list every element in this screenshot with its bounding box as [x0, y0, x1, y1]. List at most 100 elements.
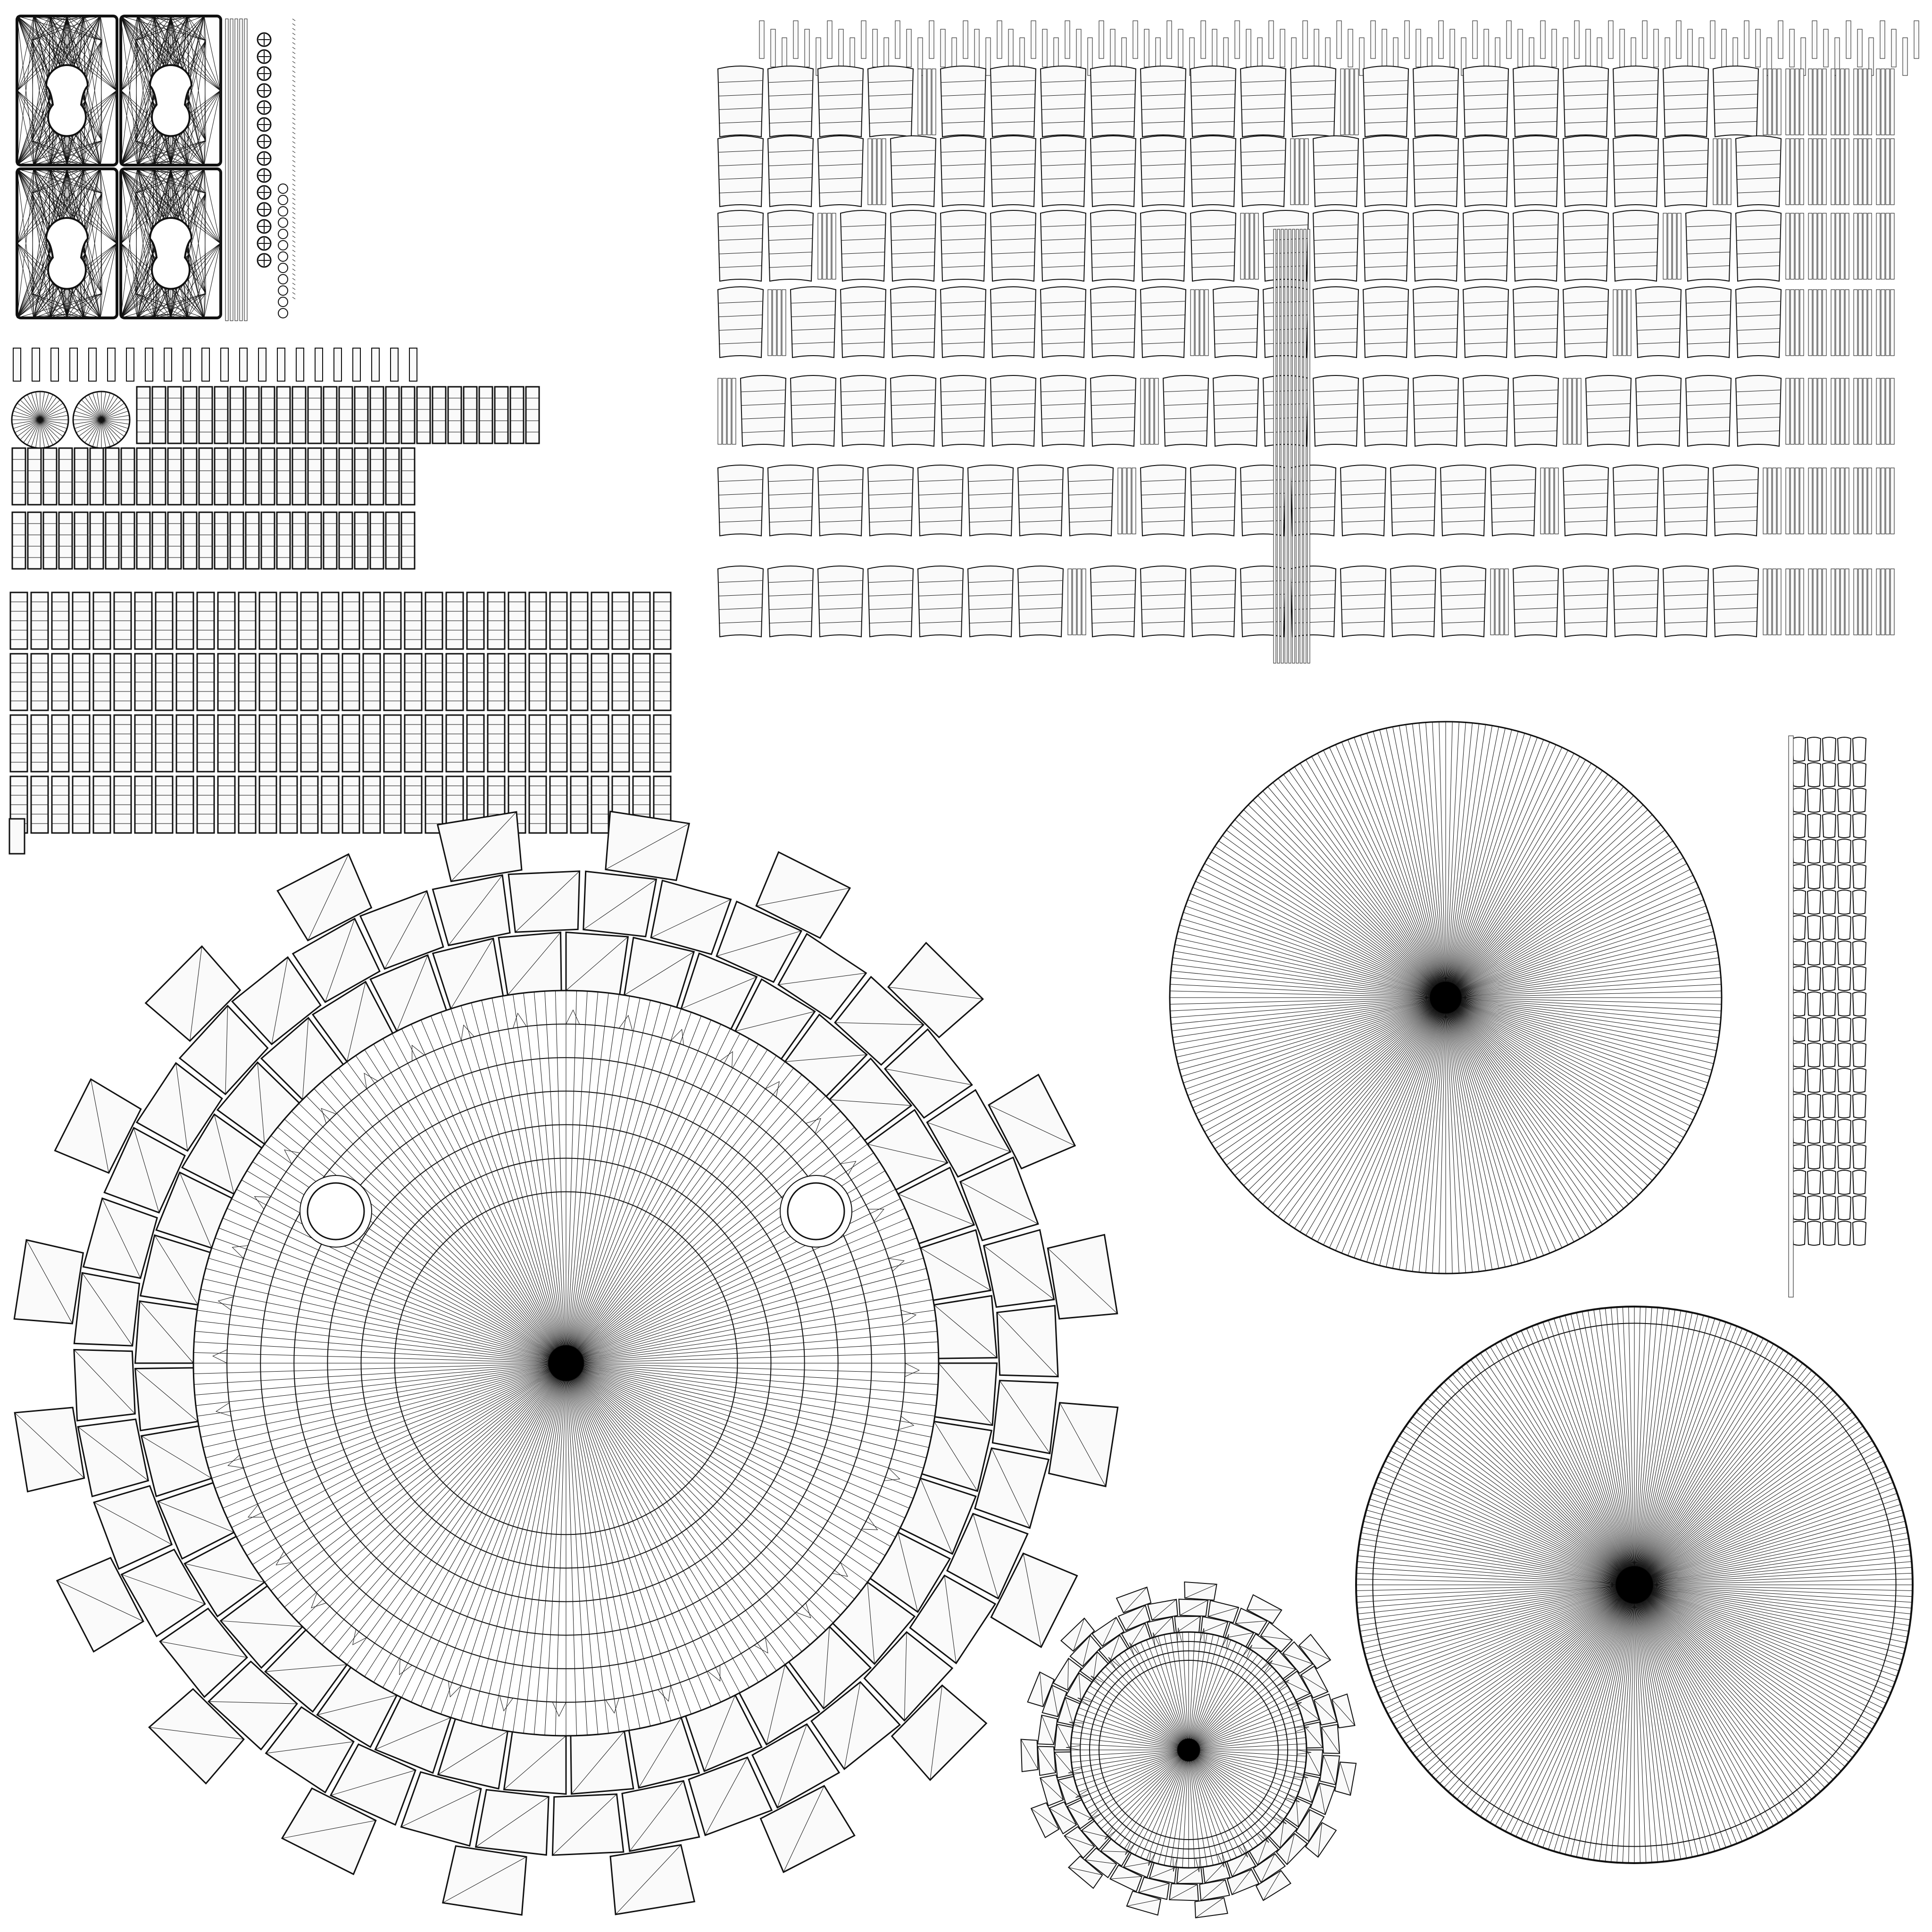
panel-edge — [1614, 225, 1658, 227]
narrow-panel — [1858, 213, 1863, 280]
ring-notch — [795, 1602, 811, 1618]
narrow-panel — [1840, 467, 1845, 534]
curved-panel — [790, 286, 837, 358]
panel-edge — [1241, 107, 1285, 110]
disc-spoke — [566, 1127, 855, 1364]
panel-edge — [941, 390, 985, 392]
disc-spoke — [566, 1363, 672, 1721]
star-ray — [120, 168, 136, 194]
strip — [385, 386, 400, 444]
small-disc-spoke — [15, 407, 41, 420]
strip — [214, 447, 229, 506]
bolt-chain — [292, 264, 296, 266]
disc-spoke — [1452, 1584, 1635, 1796]
disc-spoke — [1634, 1307, 1658, 1585]
curved-panel — [717, 210, 764, 282]
small-disc-spoke — [101, 419, 118, 443]
star-ray — [120, 193, 136, 318]
panel-edge — [768, 621, 813, 624]
panel-edge — [918, 607, 963, 610]
curved-panel — [867, 566, 914, 638]
star-ray — [120, 79, 153, 166]
disc-spoke — [1078, 1707, 1189, 1750]
disc-spoke — [1445, 805, 1643, 998]
panel-edge — [741, 390, 785, 392]
disc-spoke — [227, 1208, 566, 1364]
panel-edge — [1664, 164, 1708, 167]
panel-edge — [891, 341, 935, 344]
strip — [478, 386, 493, 444]
narrow-panel — [1835, 68, 1840, 135]
disc-spoke — [1348, 739, 1446, 998]
panel-edge — [1664, 150, 1708, 153]
disc-spoke — [1097, 1749, 1189, 1824]
panel-edge — [1364, 416, 1408, 419]
ring-block-diagonal — [475, 1796, 549, 1848]
panel-edge — [1564, 328, 1608, 331]
narrow-panel — [722, 378, 727, 445]
disc-spoke — [544, 991, 566, 1364]
bolt-chain — [292, 75, 296, 78]
narrow-panel — [1835, 568, 1840, 635]
strip — [338, 511, 353, 570]
panel-edge — [1141, 594, 1185, 597]
star-ray — [50, 16, 67, 20]
disc-spoke — [1634, 1307, 1641, 1585]
disc-spoke — [1611, 1584, 1635, 1862]
strip — [151, 511, 167, 570]
narrow-panel — [1840, 378, 1845, 445]
disc-spoke — [460, 1363, 566, 1721]
star-ray — [120, 16, 179, 65]
disc-spoke — [513, 1363, 566, 1732]
disc-spoke — [1634, 1584, 1891, 1693]
star-ray — [187, 168, 206, 194]
disc-spoke — [1634, 1584, 1737, 1844]
panel-edge — [868, 607, 913, 610]
panel-edge — [991, 164, 1035, 167]
star-ray — [17, 168, 67, 173]
disc-spoke — [194, 1331, 566, 1364]
star-ray — [152, 16, 155, 80]
disc-spoke — [1634, 1584, 1889, 1699]
panel-edge — [1364, 177, 1408, 180]
disc-spoke — [1443, 1584, 1635, 1788]
narrow-panel — [1808, 467, 1813, 534]
disc-spoke — [1109, 1749, 1189, 1838]
curved-panels-grid — [717, 20, 1919, 664]
disc-spoke — [1634, 1526, 1907, 1585]
panel-edge — [1414, 121, 1458, 124]
disc-spoke — [1634, 1584, 1704, 1855]
disc-spoke — [1188, 1749, 1281, 1824]
disc-spoke — [1445, 824, 1661, 998]
panel-edge — [1586, 416, 1631, 419]
disc-spoke — [1485, 1349, 1635, 1585]
disc-spoke — [1170, 984, 1446, 998]
panel-edge — [991, 121, 1035, 124]
panel-edge — [968, 506, 1013, 509]
star-ray — [17, 16, 101, 91]
narrow-panel — [1667, 213, 1672, 280]
disc-spoke — [231, 1198, 566, 1364]
panel-edge — [1414, 265, 1458, 268]
column-piece — [1852, 1042, 1867, 1067]
disc-spoke — [1114, 1658, 1189, 1750]
panel-edge — [768, 265, 813, 268]
disc-spoke — [1188, 1658, 1263, 1750]
bolt-chain — [292, 80, 296, 83]
disc-spoke — [1548, 1584, 1635, 1850]
ring-block-diagonal — [1267, 1662, 1296, 1670]
ring-block-diagonal — [160, 1641, 248, 1658]
panel-edge — [1464, 403, 1508, 406]
ring-block-diagonal — [450, 938, 494, 1009]
strip — [151, 447, 167, 506]
panel-edge — [891, 150, 935, 153]
disc-spoke — [1634, 1521, 1906, 1585]
bolt-chain — [292, 245, 296, 248]
ring-block-diagonal — [225, 1006, 228, 1094]
disc-spoke — [544, 1363, 566, 1735]
disc-spoke — [1445, 744, 1557, 998]
disc-spoke — [1634, 1353, 1789, 1585]
ring-block-diagonal — [1054, 1752, 1074, 1775]
disc-spoke — [566, 1363, 826, 1631]
panel-edge — [1391, 580, 1435, 583]
